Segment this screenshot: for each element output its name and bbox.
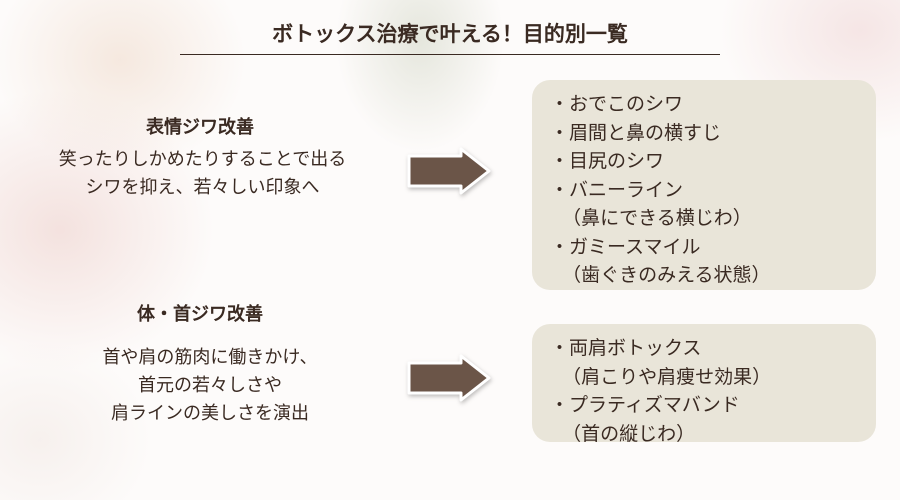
list-item: （肩こりや肩痩せ効果）: [550, 365, 772, 388]
description-line: 笑ったりしかめたりすることで出る: [58, 149, 347, 170]
list-item: ・目尻のシワ: [550, 150, 665, 172]
description-line: 肩ラインの美しさを演出: [111, 403, 309, 424]
section-description-body: 首や肩の筋肉に働きかけ、 首元の若々しさや 肩ラインの美しさを演出: [0, 344, 420, 428]
section-heading-body: 体・首ジワ改善: [137, 304, 263, 325]
list-item: ・バニーライン: [550, 178, 684, 201]
page-title: ボトックス治療で叶える！目的別一覧: [180, 18, 720, 55]
description-line: 首や肩の筋肉に働きかけ、: [102, 347, 318, 368]
list-item: ・プラティズマバンド: [550, 394, 740, 416]
list-item: ・ガミースマイル: [550, 235, 701, 258]
description-line: シワを抑え、若々しい印象へ: [85, 177, 320, 198]
list-item: （鼻にできる横じわ）: [550, 207, 752, 229]
treatment-list-expression: ・おでこのシワ ・眉間と鼻の横すじ ・目尻のシワ ・バニーライン （鼻にできる横…: [532, 80, 876, 290]
description-line: 首元の若々しさや: [138, 375, 282, 396]
list-item: ・両肩ボトックス: [550, 337, 702, 359]
arrow-right-icon: [407, 147, 491, 195]
list-item: ・眉間と鼻の横すじ: [550, 121, 722, 144]
list-item: （首の縦じわ）: [550, 422, 696, 445]
arrow-right-icon: [407, 354, 491, 402]
list-item: （歯ぐきのみえる状態）: [550, 264, 771, 286]
list-item: ・おでこのシワ: [550, 93, 684, 115]
section-heading-expression: 表情ジワ改善: [146, 117, 254, 138]
treatment-list-body: ・両肩ボトックス （肩こりや肩痩せ効果） ・プラティズマバンド （首の縦じわ）: [532, 324, 876, 445]
section-description-expression: 笑ったりしかめたりすることで出る シワを抑え、若々しい印象へ: [0, 146, 405, 202]
